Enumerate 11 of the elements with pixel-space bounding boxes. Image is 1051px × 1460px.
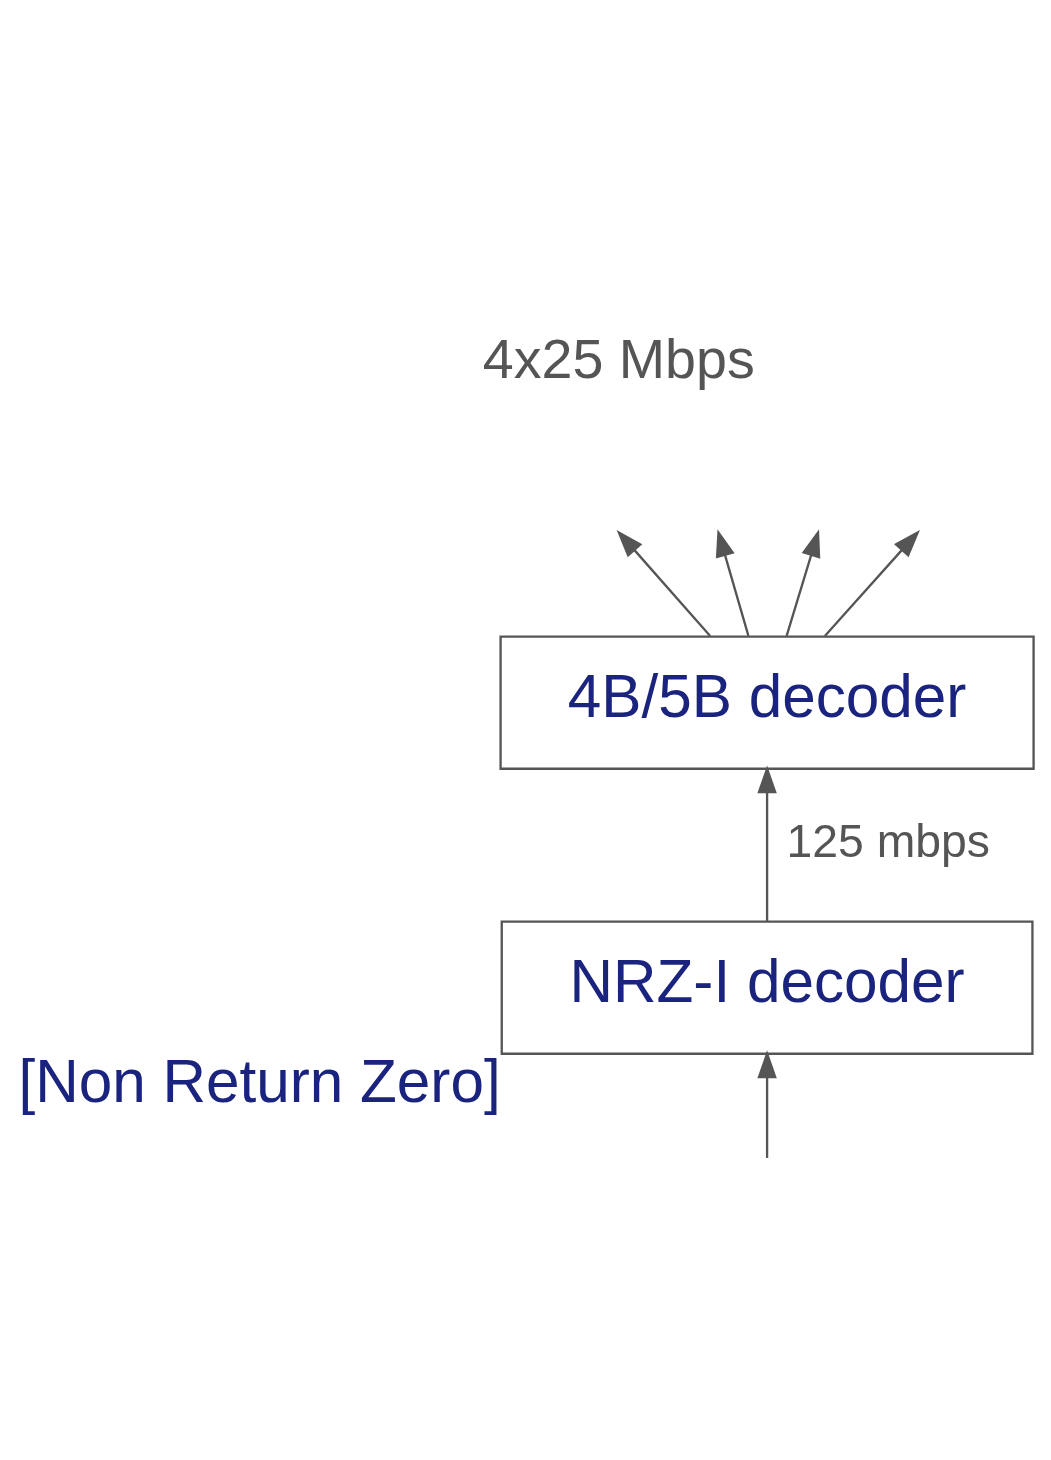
arrow	[824, 529, 920, 637]
arrow	[785, 528, 821, 636]
label: 4x25 Mbps	[482, 327, 755, 390]
node-box: NRZ-I decoder	[500, 920, 1034, 1055]
node-box: 4B/5B decoder	[499, 635, 1035, 770]
arrow	[715, 528, 750, 636]
arrow	[757, 1049, 777, 1158]
node-label: [Non Return Zero]	[18, 1046, 501, 1115]
arrow	[757, 765, 777, 921]
edge-label: 125 mbps	[786, 814, 990, 867]
arrow	[616, 529, 712, 637]
